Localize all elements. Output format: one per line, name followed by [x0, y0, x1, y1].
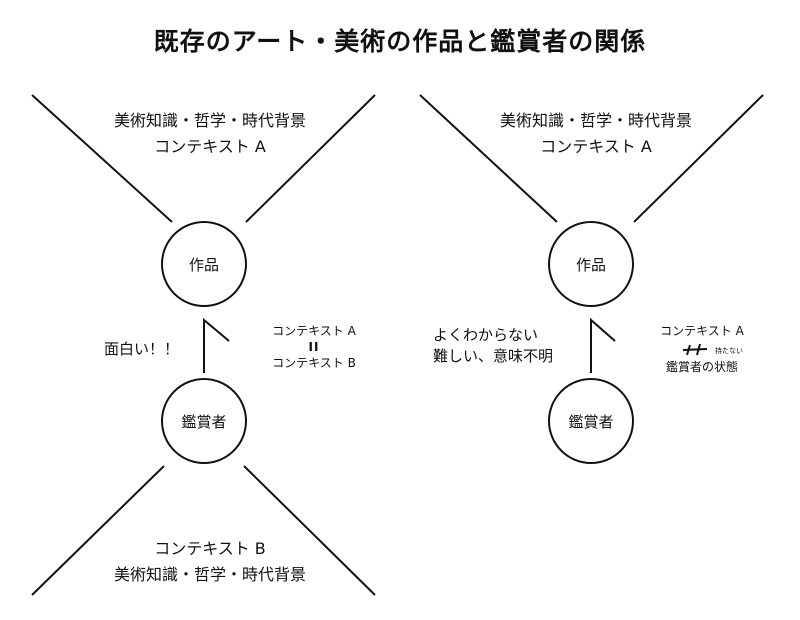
right-reaction-line1: よくわからない [433, 326, 539, 344]
right-viewer-label: 鑑賞者 [568, 413, 614, 431]
left-top-context-line2: コンテキスト A [154, 137, 266, 156]
left-bottom-context: コンテキスト B 美術知識・哲学・時代背景 [104, 536, 316, 588]
left-work-node [161, 221, 247, 307]
right-relation-top: コンテキスト A [660, 324, 744, 338]
right-work-label: 作品 [575, 256, 606, 274]
left-reaction: 面白い！！ [104, 340, 180, 358]
right-relation-bottom: 鑑賞者の状態 [665, 360, 738, 374]
left-work-label: 作品 [188, 256, 219, 274]
right-work-node [548, 221, 634, 307]
left-bottom-context-line1: コンテキスト B [154, 539, 266, 558]
right-top-context-line2: コンテキスト A [540, 137, 652, 156]
left-top-context: 美術知識・哲学・時代背景 コンテキスト A [104, 108, 316, 160]
left-viewer-label: 鑑賞者 [181, 413, 227, 431]
right-reaction: よくわからない 難しい、意味不明 [433, 325, 553, 367]
left-relation-bottom: コンテキスト B [272, 356, 356, 370]
left-relation-top: コンテキスト A [272, 324, 356, 338]
left-relation: コンテキスト A II コンテキスト B [264, 323, 364, 371]
right-top-context: 美術知識・哲学・時代背景 コンテキスト A [490, 108, 702, 160]
left-top-funnel-right-line [245, 94, 376, 223]
right-top-funnel-right-line [633, 94, 764, 223]
right-relation-not-have: 持たない [715, 347, 743, 355]
page-title: 既存のアート・美術の作品と鑑賞者の関係 [153, 27, 647, 56]
left-viewer-node [161, 378, 247, 464]
right-viewer-node [548, 378, 634, 464]
right-top-context-line1: 美術知識・哲学・時代背景 [499, 111, 692, 130]
left-bottom-context-line2: 美術知識・哲学・時代背景 [113, 565, 306, 584]
right-top-funnel-left-line [419, 94, 558, 223]
left-arrow [203, 317, 230, 373]
right-reaction-line2: 難しい、意味不明 [433, 347, 554, 365]
left-bottom-funnel-right-line [243, 465, 376, 596]
not-equal-mark [682, 343, 708, 356]
left-top-funnel-left-line [31, 94, 173, 223]
right-arrow [590, 317, 616, 373]
left-top-context-line1: 美術知識・哲学・時代背景 [113, 111, 306, 130]
left-bottom-funnel-left-line [31, 465, 165, 596]
equal-mark: II [308, 340, 320, 354]
